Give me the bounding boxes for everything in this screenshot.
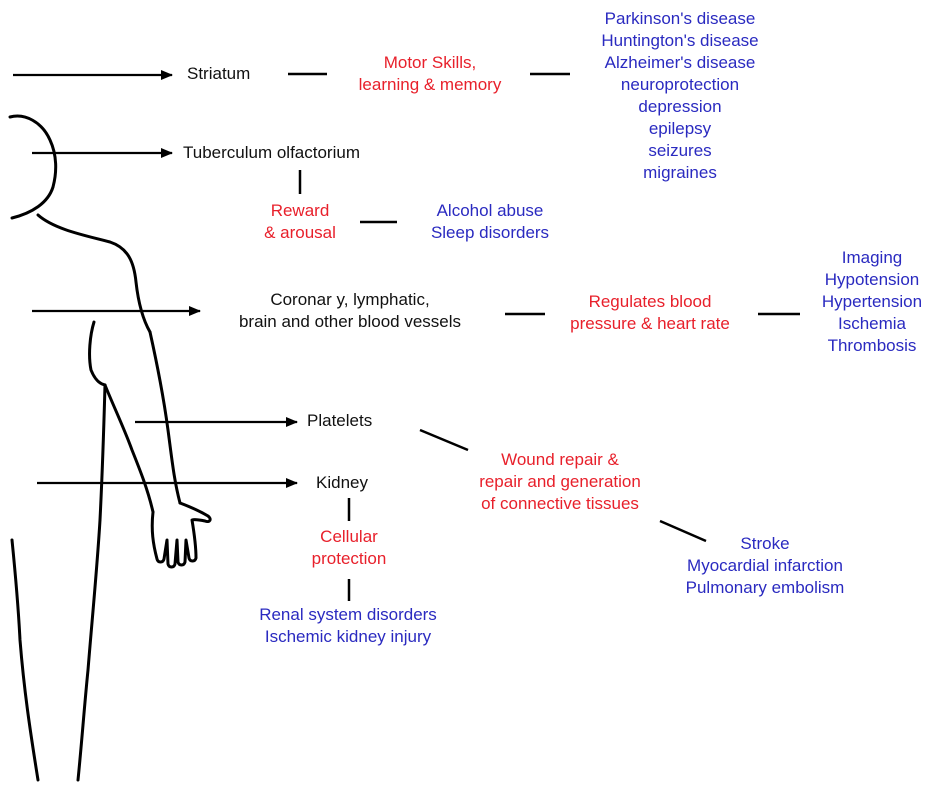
disease-item: Imaging bbox=[805, 247, 939, 269]
diseases-wound-list: Stroke Myocardial infarction Pulmonary e… bbox=[660, 533, 870, 599]
function-motor-skills: Motor Skills, learning & memory bbox=[330, 52, 530, 96]
function-regulates-blood-line-2: pressure & heart rate bbox=[545, 313, 755, 335]
hand-outline bbox=[152, 503, 210, 567]
disease-item: seizures bbox=[575, 140, 785, 162]
head-outline bbox=[10, 116, 56, 218]
function-wound-repair-line-1: Wound repair & bbox=[455, 449, 665, 471]
site-platelets: Platelets bbox=[307, 410, 372, 432]
site-blood-vessels: Coronar y, lymphatic, brain and other bl… bbox=[205, 289, 495, 333]
diseases-blood-list: Imaging Hypotension Hypertension Ischemi… bbox=[805, 247, 939, 357]
site-arrows bbox=[13, 75, 297, 483]
site-blood-vessels-line-2: brain and other blood vessels bbox=[205, 311, 495, 333]
disease-item: Alcohol abuse bbox=[405, 200, 575, 222]
left-leg-outline bbox=[12, 540, 38, 780]
disease-item: Alzheimer's disease bbox=[575, 52, 785, 74]
disease-item: Pulmonary embolism bbox=[660, 577, 870, 599]
diseases-reward-list: Alcohol abuse Sleep disorders bbox=[405, 200, 575, 244]
function-regulates-blood: Regulates blood pressure & heart rate bbox=[545, 291, 755, 335]
function-cellular-protection: Cellular protection bbox=[289, 526, 409, 570]
diseases-kidney-list: Renal system disorders Ischemic kidney i… bbox=[228, 604, 468, 648]
function-wound-repair-line-2: repair and generation bbox=[455, 471, 665, 493]
disease-item: Huntington's disease bbox=[575, 30, 785, 52]
site-striatum: Striatum bbox=[187, 63, 250, 85]
site-blood-vessels-line-1: Coronar y, lymphatic, bbox=[205, 289, 495, 311]
disease-item: Stroke bbox=[660, 533, 870, 555]
function-wound-repair: Wound repair & repair and generation of … bbox=[455, 449, 665, 515]
site-tuberculum-olfactorium: Tuberculum olfactorium bbox=[183, 142, 360, 164]
function-reward-arousal: Reward & arousal bbox=[240, 200, 360, 244]
disease-item: Hypertension bbox=[805, 291, 939, 313]
site-kidney: Kidney bbox=[316, 472, 368, 494]
function-motor-skills-line-2: learning & memory bbox=[330, 74, 530, 96]
function-cellular-protection-line-2: protection bbox=[289, 548, 409, 570]
disease-item: Ischemia bbox=[805, 313, 939, 335]
disease-item: neuroprotection bbox=[575, 74, 785, 96]
diseases-striatum-list: Parkinson's disease Huntington's disease… bbox=[575, 8, 785, 184]
disease-item: Ischemic kidney injury bbox=[228, 626, 468, 648]
disease-item: Hypotension bbox=[805, 269, 939, 291]
function-motor-skills-line-1: Motor Skills, bbox=[330, 52, 530, 74]
disease-item: Thrombosis bbox=[805, 335, 939, 357]
inner-arm-outline bbox=[105, 385, 153, 512]
connector-platelets-wound bbox=[420, 430, 468, 450]
disease-item: migraines bbox=[575, 162, 785, 184]
disease-item: Renal system disorders bbox=[228, 604, 468, 626]
function-cellular-protection-line-1: Cellular bbox=[289, 526, 409, 548]
shoulder-outline bbox=[38, 215, 150, 332]
function-reward-arousal-line-1: Reward bbox=[240, 200, 360, 222]
torso-side-outline bbox=[78, 385, 105, 780]
disease-item: Myocardial infarction bbox=[660, 555, 870, 577]
disease-item: epilepsy bbox=[575, 118, 785, 140]
function-reward-arousal-line-2: & arousal bbox=[240, 222, 360, 244]
disease-item: Parkinson's disease bbox=[575, 8, 785, 30]
function-regulates-blood-line-1: Regulates blood bbox=[545, 291, 755, 313]
human-body-outline bbox=[10, 116, 210, 780]
function-wound-repair-line-3: of connective tissues bbox=[455, 493, 665, 515]
underarm-outline bbox=[90, 322, 105, 385]
disease-item: Sleep disorders bbox=[405, 222, 575, 244]
outer-arm-outline bbox=[150, 332, 180, 503]
disease-item: depression bbox=[575, 96, 785, 118]
